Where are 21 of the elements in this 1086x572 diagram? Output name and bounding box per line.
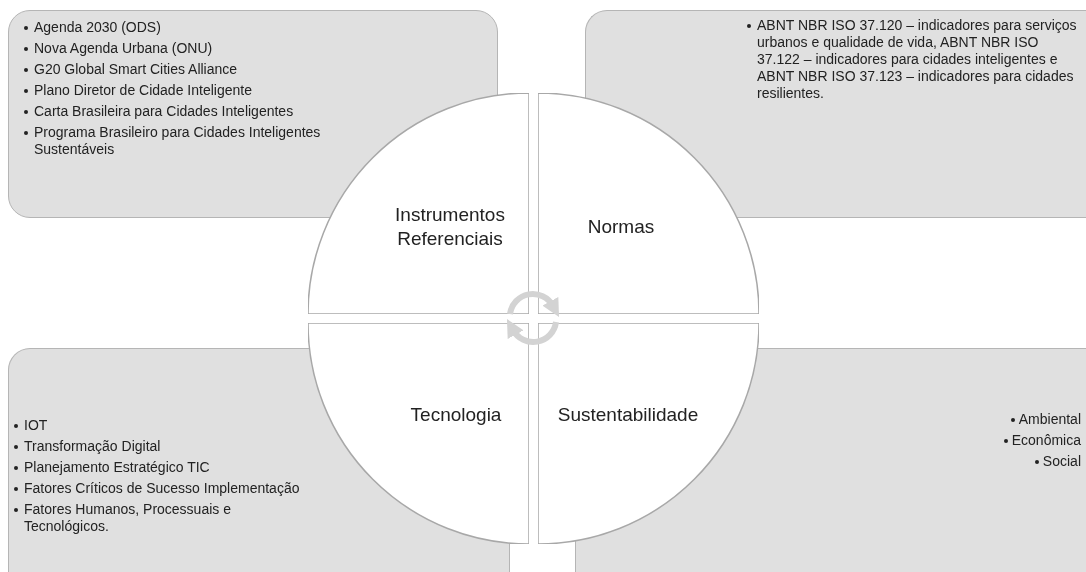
bullet-item: Agenda 2030 (ODS)	[34, 19, 161, 35]
bullet-item: Fatores Críticos de Sucesso Implementação	[24, 480, 300, 496]
curved-arrow	[506, 319, 559, 345]
bullet-item: Planejamento Estratégico TIC	[24, 459, 210, 475]
bullet-item: ABNT NBR ISO 37.120 – indicadores para serviços urbanos e qualidade de vida, ABNT NBR ISO 37.122 – indicadores para cidades inteligentes e ABNT NBR ISO 37.123 – indicadores para cidades resilientes.	[757, 17, 1077, 101]
bullet-item: IOT	[24, 417, 48, 433]
segment-title: Normas	[587, 215, 655, 239]
bullet-item: Fatores Humanos, Processuais e Tecnológicos.	[24, 501, 231, 534]
bullet-item: Transformação Digital	[24, 438, 161, 454]
bullet-item: Plano Diretor de Cidade Inteligente	[34, 82, 252, 98]
bullet-item: Nova Agenda Urbana (ONU)	[34, 40, 213, 56]
bullet-item: G20 Global Smart Cities Alliance	[34, 61, 238, 77]
segment-title: Tecnologia	[410, 403, 502, 427]
bullet-item: Social	[1042, 453, 1081, 469]
bullet-item: Econômica	[1011, 432, 1081, 448]
segment-title: Instrumentos Referenciais	[394, 203, 506, 251]
curved-arrow	[507, 291, 560, 317]
segment-title: Sustentabilidade	[557, 403, 699, 427]
bullet-item: Ambiental	[1018, 411, 1081, 427]
bullet-item: Carta Brasileira para Cidades Inteligentes	[34, 103, 294, 119]
bullet-item: Programa Brasileiro para Cidades Inteligentes Sustentáveis	[34, 124, 321, 157]
